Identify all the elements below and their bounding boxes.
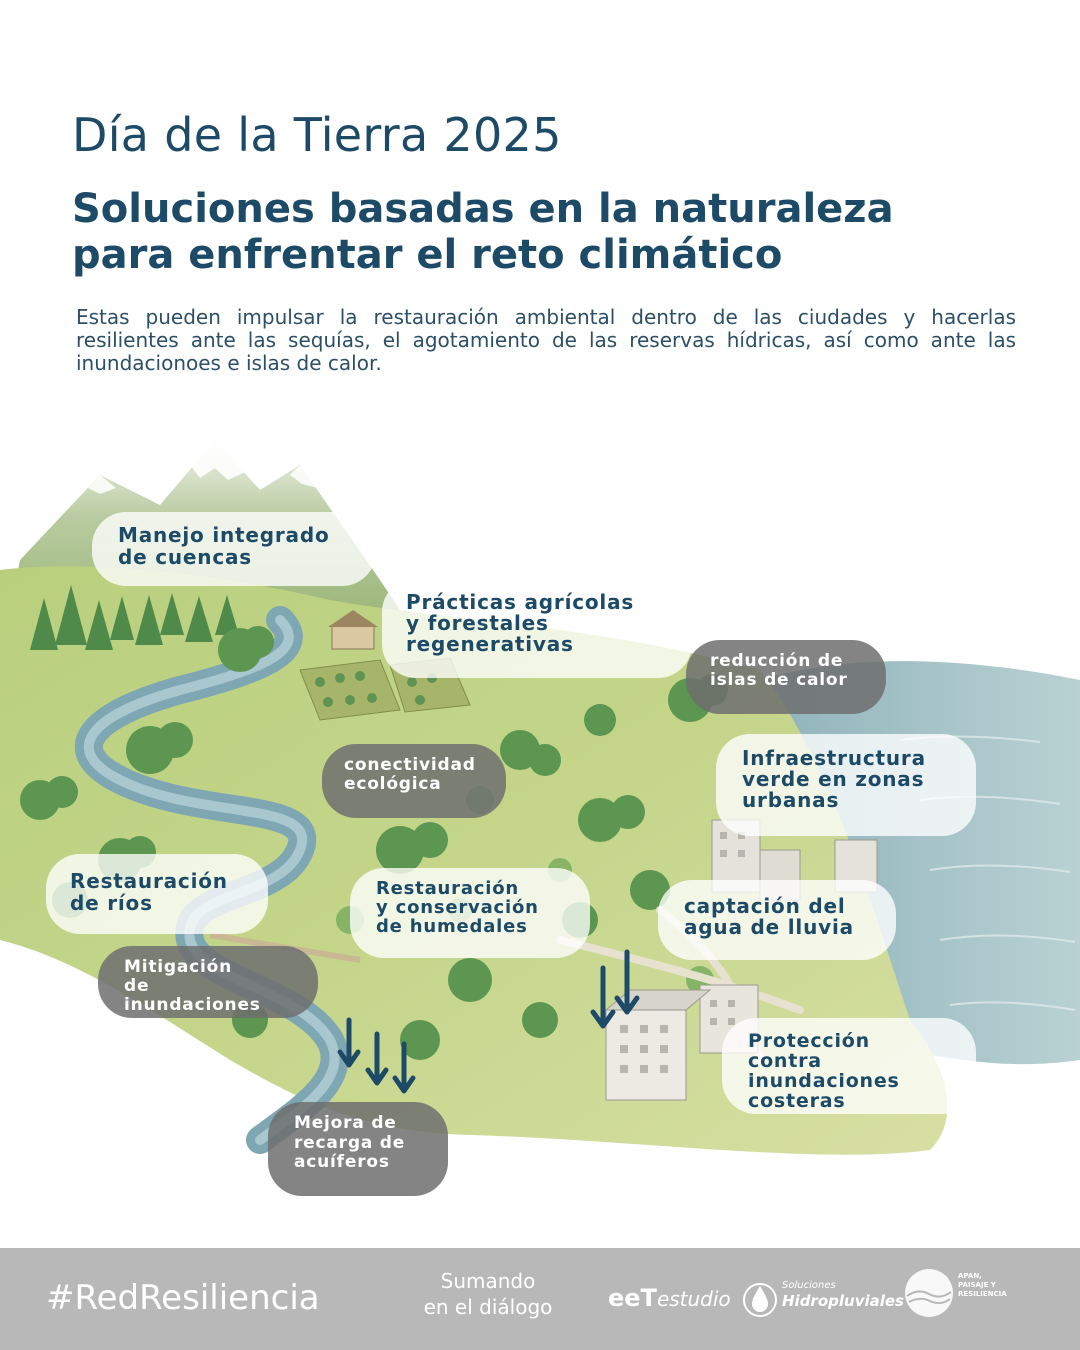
intro-paragraph: Estas pueden impulsar la restauración am… bbox=[76, 305, 1016, 375]
sumando-text: Sumando en el diálogo bbox=[423, 1269, 553, 1319]
footer-bar: #RedResiliencia Sumando en el diálogo ee… bbox=[0, 1248, 1080, 1350]
hashtag: #RedResiliencia bbox=[46, 1278, 320, 1318]
page-title: Soluciones basadas en la naturaleza para… bbox=[72, 186, 894, 278]
landscape-circle-icon bbox=[905, 1269, 953, 1317]
supertitle: Día de la Tierra 2025 bbox=[72, 108, 562, 162]
soluciones-hidropluviales-logo: Soluciones Hidropluviales bbox=[742, 1276, 904, 1320]
water-drop-icon bbox=[743, 1283, 777, 1317]
apan-logo-text: APAN, PAISAJE Y RESILIENCIA bbox=[958, 1272, 1007, 1298]
apan-logo: APAN, PAISAJE Y RESILIENCIA bbox=[904, 1268, 1064, 1328]
eet-estudio-logo: eeTestudio bbox=[608, 1284, 731, 1312]
farmhouse bbox=[328, 610, 378, 650]
rain-arrows bbox=[337, 949, 640, 1094]
